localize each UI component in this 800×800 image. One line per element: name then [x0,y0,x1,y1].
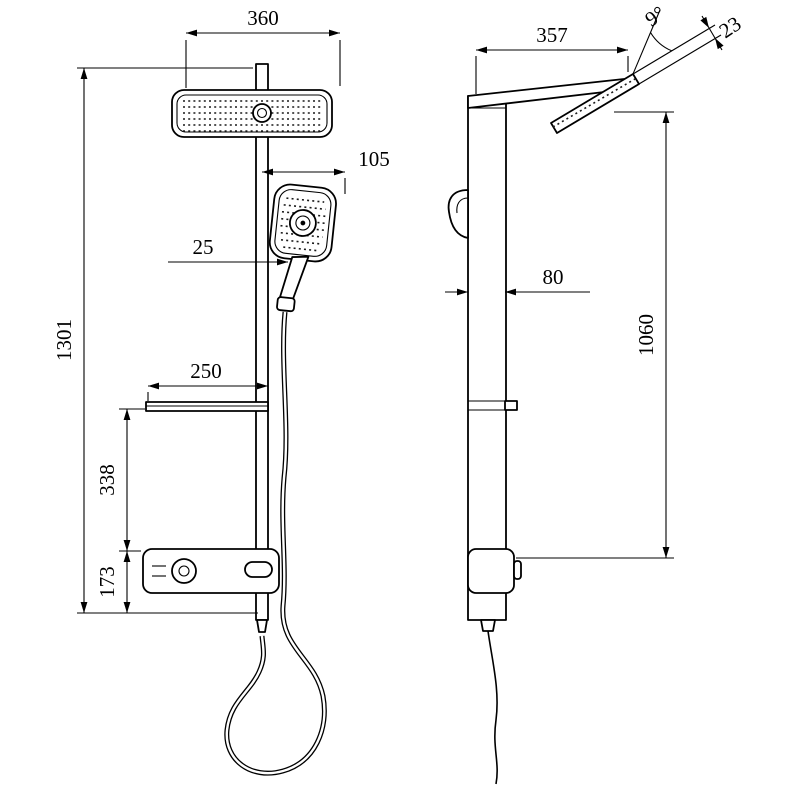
power-cord [487,630,498,785]
dim-label-1060: 1060 [634,314,658,356]
dimension-arrow [123,540,131,551]
dimension-top-depth: 357 [475,23,629,94]
dim-label-173: 173 [95,566,119,598]
rain-head-nozzles [183,100,321,132]
dim-label-357: 357 [536,23,568,47]
dimension-arrow [123,409,131,420]
dim-label-105: 105 [358,147,390,171]
dimension-arrow [329,29,340,37]
rain-shower-head [171,89,333,138]
dimension-arrow [662,547,670,558]
dimension-head-angle: 9° 23 [632,1,746,85]
control-knob [171,558,197,584]
dim-label-360: 360 [247,6,279,30]
dim-label-23: 23 [715,11,746,43]
shelf-side [468,400,518,411]
dimension-arrow [277,258,288,266]
shelf-front [145,401,269,412]
front-view: 360 105 25 1301 250 [52,6,390,776]
dimension-arrow [662,112,670,123]
control-panel-side [467,548,522,594]
dimension-column-height: 1060 [516,111,674,559]
dimension-arrow [617,46,628,54]
dimension-arrow [715,38,724,50]
dimension-arrow [186,29,197,37]
dimension-column-depth: 80 [445,265,590,293]
dimension-arrow [505,288,516,296]
dimension-arrow [80,68,88,79]
column-bottom-tip-side [480,619,496,632]
dimension-arrow [257,382,268,390]
control-panel-front [142,548,280,594]
dimension-arrow [123,602,131,613]
dim-label-9deg: 9° [641,1,670,31]
dim-label-250: 250 [190,359,222,383]
side-knob [513,560,522,580]
dimension-arrow [80,602,88,613]
dimension-total-height: 1301 [52,67,258,614]
dimension-arrow [457,288,468,296]
dimension-arrow [476,46,487,54]
shower-column-front [255,63,269,633]
dimension-arrow [123,551,131,562]
rain-head-mount [252,103,272,123]
column-bottom-tip [256,619,268,633]
dimension-panel-to-bottom: 173 [95,551,128,613]
dimension-shelf-width: 250 [147,359,269,401]
dimension-hand-shower-offset: 105 [262,147,390,194]
dimension-shelf-to-panel: 338 [95,408,145,552]
panel-button [244,561,273,578]
dimension-arrowheads [80,16,724,613]
dimension-arrow [334,168,345,176]
dimension-arrow [700,16,709,28]
dim-label-338: 338 [95,464,119,496]
shower-column-side [467,95,507,632]
dim-label-25: 25 [193,235,214,259]
dimension-arrow [262,168,273,176]
dimension-arrow [148,382,159,390]
hand-shower-holder-side [447,189,469,239]
dim-label-80: 80 [543,265,564,289]
hose-nut [276,296,296,313]
dimension-bar-clearance: 25 [168,235,288,263]
dim-label-1301: 1301 [52,319,76,361]
rain-head-side [550,73,640,134]
hand-shower [268,183,337,313]
hand-shower-hose [224,311,327,776]
side-view: 357 9° 23 80 1060 [445,1,746,785]
dimension-head-width: 360 [185,6,341,88]
